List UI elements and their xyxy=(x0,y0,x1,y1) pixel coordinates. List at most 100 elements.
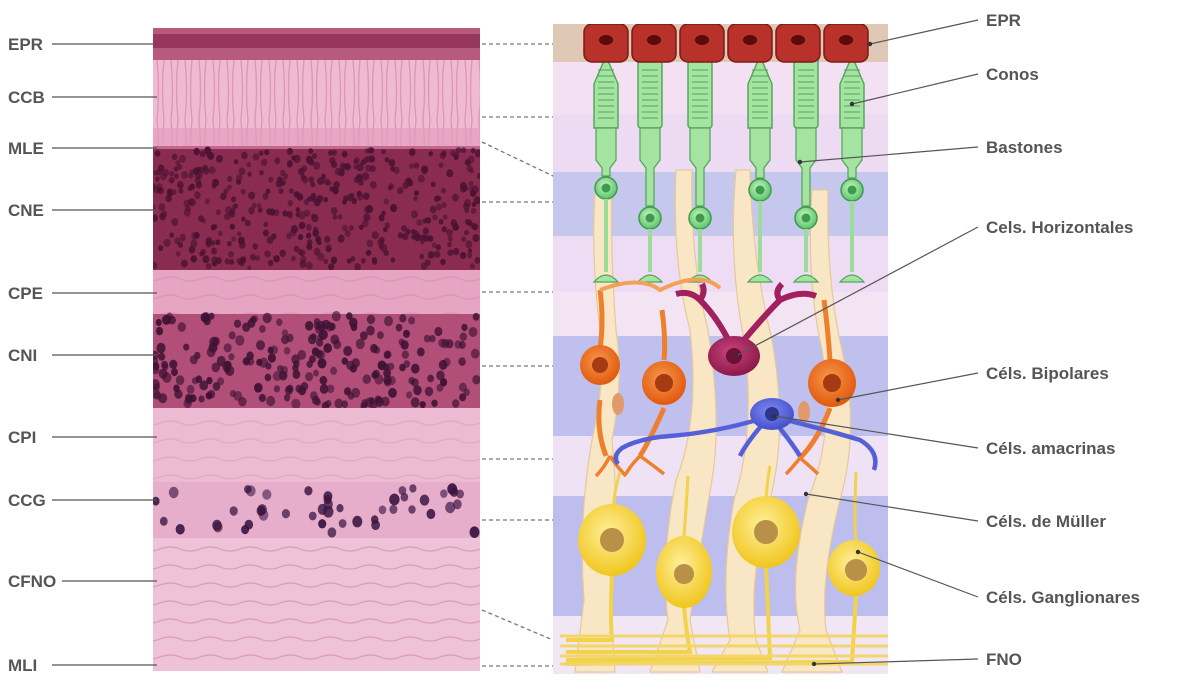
nucleus xyxy=(179,155,186,163)
nucleus xyxy=(203,167,210,175)
nucleus xyxy=(205,198,210,204)
nucleus xyxy=(211,240,216,245)
nucleus xyxy=(366,250,371,256)
nucleus xyxy=(296,212,300,217)
nucleus xyxy=(230,224,235,230)
nucleus xyxy=(455,340,462,348)
nucleus xyxy=(414,163,419,169)
nucleus xyxy=(405,178,410,183)
nucleus xyxy=(323,178,329,185)
nucleus xyxy=(371,515,378,524)
nucleus xyxy=(453,152,459,159)
nucleus xyxy=(151,262,157,269)
nucleus xyxy=(197,172,203,179)
nucleus xyxy=(436,244,441,250)
nucleus xyxy=(263,230,269,237)
nucleus xyxy=(152,497,160,506)
nucleus xyxy=(379,506,387,515)
nucleus xyxy=(452,399,459,408)
nucleus xyxy=(362,220,369,228)
nucleus xyxy=(297,193,304,201)
nucleus xyxy=(472,234,479,242)
label-cels-amacrinas: Céls. amacrinas xyxy=(986,439,1115,458)
nucleus xyxy=(244,485,251,493)
nucleus xyxy=(471,148,476,153)
nucleus xyxy=(330,367,337,375)
nucleus xyxy=(245,220,251,227)
nucleus xyxy=(298,350,307,360)
nucleus xyxy=(347,258,352,263)
label-cels-ganglionares: Céls. Ganglionares xyxy=(986,588,1140,607)
nucleus xyxy=(446,229,453,237)
nucleus xyxy=(222,361,231,371)
nucleus xyxy=(199,380,208,390)
nucleus xyxy=(413,196,418,201)
label-cne: CNE xyxy=(8,201,44,220)
nucleus xyxy=(211,248,217,255)
nucleus xyxy=(384,316,393,326)
nucleus xyxy=(368,147,374,154)
nucleus xyxy=(370,181,377,189)
nucleus xyxy=(437,196,442,201)
nucleus xyxy=(468,248,472,253)
nucleus xyxy=(257,203,262,208)
nucleus xyxy=(389,505,397,514)
label-mle: MLE xyxy=(8,139,44,158)
nucleus xyxy=(431,182,436,187)
nucleus xyxy=(150,183,156,190)
nucleus xyxy=(241,152,248,160)
nucleus xyxy=(235,335,244,346)
nucleus xyxy=(409,148,416,156)
nucleus xyxy=(179,188,184,194)
nucleus xyxy=(472,375,480,384)
nucleus xyxy=(287,162,292,168)
nucleus xyxy=(199,395,205,402)
nucleus xyxy=(340,162,345,168)
nucleus xyxy=(408,377,415,385)
nucleus xyxy=(217,377,224,385)
nucleus xyxy=(258,208,263,213)
nucleus xyxy=(440,489,447,498)
nucleus xyxy=(304,210,310,217)
nucleus xyxy=(212,179,219,187)
nucleus xyxy=(224,189,229,195)
nucleus xyxy=(362,157,368,164)
nucleus xyxy=(399,339,405,346)
nucleus xyxy=(266,396,275,406)
nucleus xyxy=(229,331,236,339)
nucleus xyxy=(279,371,287,381)
nucleus xyxy=(354,263,361,271)
nucleus xyxy=(314,248,321,256)
nucleus xyxy=(320,384,329,394)
nucleus xyxy=(159,203,166,211)
nucleus xyxy=(286,385,293,393)
nucleus xyxy=(177,181,184,189)
nucleus xyxy=(169,171,174,177)
nucleus xyxy=(256,340,265,350)
nucleus xyxy=(420,495,430,506)
label-cels-horizontales: Cels. Horizontales xyxy=(986,218,1133,237)
nucleus xyxy=(349,318,358,328)
nucleus xyxy=(305,372,313,381)
nucleus xyxy=(345,230,351,237)
nucleus xyxy=(396,324,403,332)
nucleus xyxy=(172,154,177,160)
nucleus xyxy=(429,151,433,156)
nucleus xyxy=(161,210,167,217)
nucleus xyxy=(453,248,459,255)
layer-connectors xyxy=(482,44,553,666)
nucleus xyxy=(316,237,321,243)
nucleus xyxy=(318,519,326,528)
nucleus xyxy=(328,263,334,270)
nucleus xyxy=(156,169,162,176)
label-conos: Conos xyxy=(986,65,1039,84)
nucleus xyxy=(274,157,280,164)
nucleus xyxy=(225,258,230,264)
nucleus xyxy=(212,224,217,230)
nucleus xyxy=(461,147,466,153)
nucleus xyxy=(351,198,357,205)
nucleus xyxy=(299,222,306,230)
nucleus xyxy=(202,312,211,322)
nucleus xyxy=(324,236,330,243)
